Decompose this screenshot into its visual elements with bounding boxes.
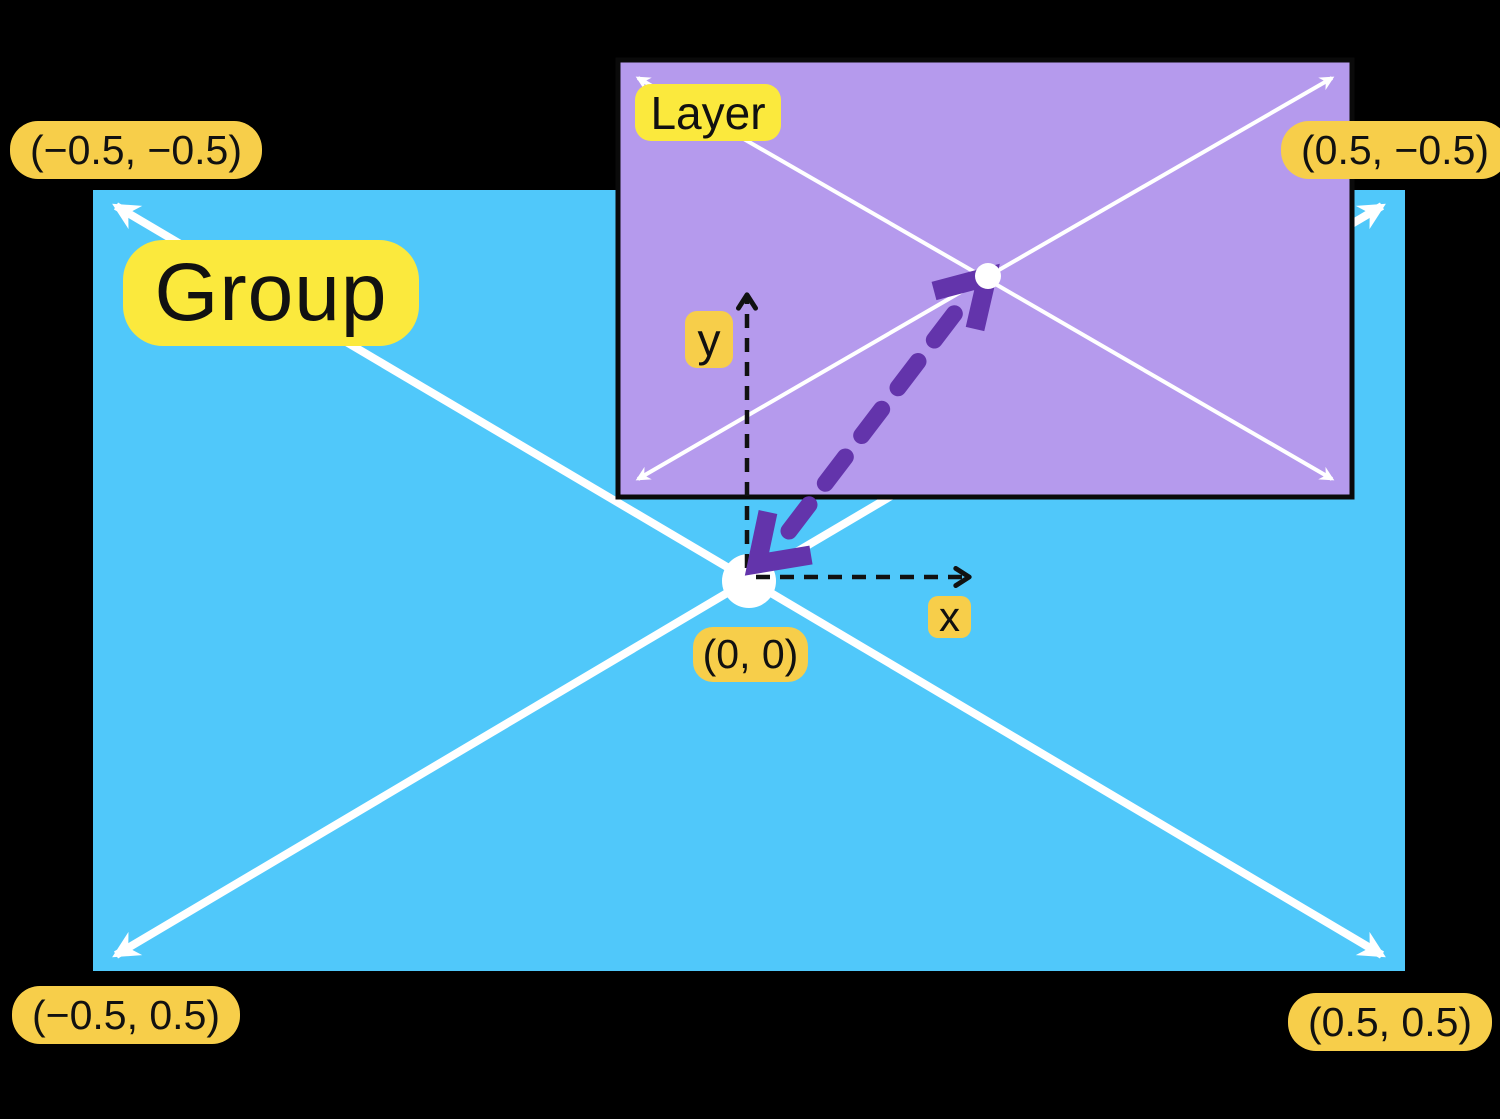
coord-label-top-left: (−0.5, −0.5)	[10, 121, 262, 179]
origin-label: (0, 0)	[693, 627, 808, 682]
layer-label-badge: Layer	[635, 84, 781, 141]
layer-diagonal-top-right	[984, 76, 1335, 280]
offset-arrow-shaft	[780, 296, 970, 540]
x-axis-label: x	[928, 593, 971, 640]
layer-diagonal-bottom-left	[635, 276, 987, 481]
axes	[736, 292, 972, 588]
group-diagonal-bottom-right	[746, 576, 1386, 959]
coord-bottom-left-text: (−0.5, 0.5)	[32, 991, 221, 1038]
coord-label-bottom-left: (−0.5, 0.5)	[12, 986, 241, 1044]
group-diagonal-bottom-left	[112, 576, 752, 959]
x-axis-label-text: x	[939, 593, 960, 640]
coord-top-right-text: (0.5, −0.5)	[1301, 126, 1490, 173]
offset-arrow-head-origin	[744, 510, 813, 576]
group-label-badge: Group	[123, 240, 419, 346]
coord-bottom-right-text: (0.5, 0.5)	[1308, 998, 1473, 1045]
layer-center-dot	[975, 263, 1001, 289]
coord-label-top-right: (0.5, −0.5)	[1281, 121, 1500, 179]
layer-label: Layer	[650, 86, 766, 139]
group-label: Group	[154, 247, 388, 338]
y-axis-label-text: y	[697, 313, 721, 366]
coord-top-left-text: (−0.5, −0.5)	[30, 126, 242, 173]
origin-label-text: (0, 0)	[702, 631, 799, 677]
layer-diagonal-bottom-right	[983, 276, 1335, 481]
y-axis-label: y	[685, 311, 733, 368]
coord-label-bottom-right: (0.5, 0.5)	[1288, 993, 1493, 1051]
